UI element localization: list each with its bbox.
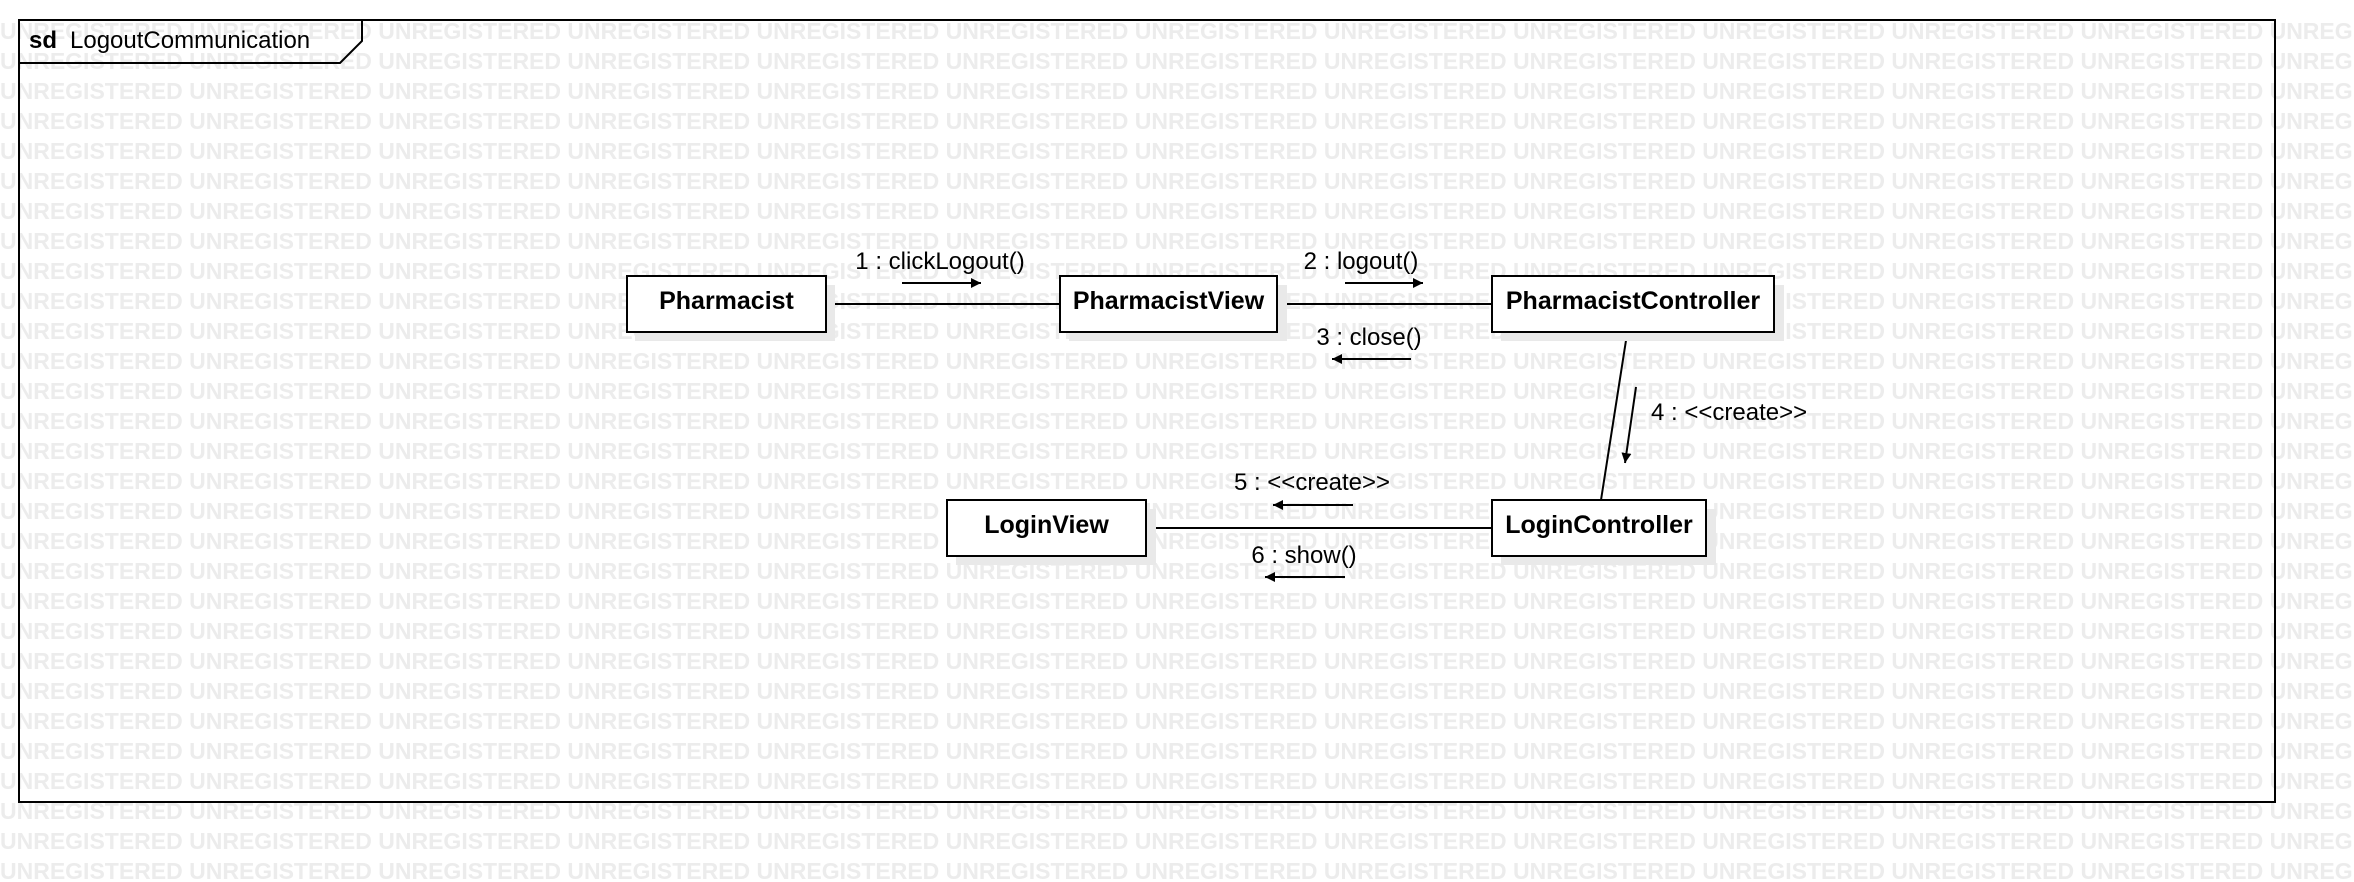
watermark-row: UNREGISTERED UNREGISTERED UNREGISTERED U… xyxy=(0,408,2354,434)
message-2-label: 2 : logout() xyxy=(1304,248,1419,275)
frame-border xyxy=(18,19,2276,803)
loginview-label: LoginView xyxy=(984,511,1109,539)
frame-title: LogoutCommunication xyxy=(70,27,310,54)
watermark-row: UNREGISTERED UNREGISTERED UNREGISTERED U… xyxy=(0,498,2354,524)
watermark-row: UNREGISTERED UNREGISTERED UNREGISTERED U… xyxy=(0,828,2354,854)
frame-label-tab xyxy=(19,20,363,64)
watermark-row: UNREGISTERED UNREGISTERED UNREGISTERED U… xyxy=(0,528,2354,554)
pharmacistcontroller-box[interactable] xyxy=(1491,275,1775,333)
watermark-row: UNREGISTERED UNREGISTERED UNREGISTERED U… xyxy=(0,108,2354,134)
object-pharmacist-controller[interactable]: PharmacistController xyxy=(1491,275,1775,333)
watermark-row: UNREGISTERED UNREGISTERED UNREGISTERED U… xyxy=(0,168,2354,194)
message-6-label: 6 : show() xyxy=(1251,542,1356,569)
message-1-label: 1 : clickLogout() xyxy=(855,248,1024,275)
frame-keyword: sd xyxy=(29,27,57,54)
watermark-row: UNREGISTERED UNREGISTERED UNREGISTERED U… xyxy=(0,738,2354,764)
object-pharmacist-view[interactable]: PharmacistView xyxy=(1059,275,1278,333)
watermark-row: UNREGISTERED UNREGISTERED UNREGISTERED U… xyxy=(0,198,2354,224)
watermark-row: UNREGISTERED UNREGISTERED UNREGISTERED U… xyxy=(0,438,2354,464)
pharmacistview-box[interactable] xyxy=(1059,275,1278,333)
pharmacist-box[interactable] xyxy=(626,275,827,333)
message-4-arrow xyxy=(1621,386,1637,464)
object-pharmacist[interactable]: Pharmacist xyxy=(626,275,827,333)
object-login-controller[interactable]: LoginController xyxy=(1491,499,1707,557)
link-pharmacistcontroller-logincontroller xyxy=(1600,333,1628,501)
watermark-row: UNREGISTERED UNREGISTERED UNREGISTERED U… xyxy=(0,48,2354,74)
watermark-row: UNREGISTERED UNREGISTERED UNREGISTERED U… xyxy=(0,768,2354,794)
watermark-row: UNREGISTERED UNREGISTERED UNREGISTERED U… xyxy=(0,588,2354,614)
pharmacistcontroller-label: PharmacistController xyxy=(1506,287,1761,315)
pharmacist-label: Pharmacist xyxy=(659,287,794,315)
logincontroller-box[interactable] xyxy=(1491,499,1707,557)
watermark-row: UNREGISTERED UNREGISTERED UNREGISTERED U… xyxy=(0,858,2354,882)
watermark-row: UNREGISTERED UNREGISTERED UNREGISTERED U… xyxy=(0,618,2354,644)
object-login-view[interactable]: LoginView xyxy=(946,499,1147,557)
watermark-row: UNREGISTERED UNREGISTERED UNREGISTERED U… xyxy=(0,18,2354,44)
watermark-row: UNREGISTERED UNREGISTERED UNREGISTERED U… xyxy=(0,348,2354,374)
sequence-frame: sd LogoutCommunication xyxy=(18,19,2276,803)
message-4-label: 4 : <<create>> xyxy=(1651,399,1807,426)
watermark-row: UNREGISTERED UNREGISTERED UNREGISTERED U… xyxy=(0,558,2354,584)
watermark-row: UNREGISTERED UNREGISTERED UNREGISTERED U… xyxy=(0,648,2354,674)
loginview-box[interactable] xyxy=(946,499,1147,557)
message-6: 6 : show() xyxy=(1251,542,1357,582)
watermark-row: UNREGISTERED UNREGISTERED UNREGISTERED U… xyxy=(0,138,2354,164)
logincontroller-label: LoginController xyxy=(1505,511,1693,539)
message-1: 1 : clickLogout() xyxy=(855,248,1025,288)
links xyxy=(826,303,1628,529)
message-4: 4 : <<create>> xyxy=(1621,386,1807,464)
watermark-row: UNREGISTERED UNREGISTERED UNREGISTERED U… xyxy=(0,468,2354,494)
pharmacistview-label: PharmacistView xyxy=(1073,287,1265,315)
watermark-row: UNREGISTERED UNREGISTERED UNREGISTERED U… xyxy=(0,228,2354,254)
message-5: 5 : <<create>> xyxy=(1234,469,1390,510)
watermark-row: UNREGISTERED UNREGISTERED UNREGISTERED U… xyxy=(0,678,2354,704)
message-3-label: 3 : close() xyxy=(1316,324,1421,351)
message-3: 3 : close() xyxy=(1316,324,1422,364)
watermark-row: UNREGISTERED UNREGISTERED UNREGISTERED U… xyxy=(0,78,2354,104)
watermark-row: UNREGISTERED UNREGISTERED UNREGISTERED U… xyxy=(0,708,2354,734)
message-2: 2 : logout() xyxy=(1304,248,1423,288)
message-5-label: 5 : <<create>> xyxy=(1234,469,1390,496)
watermark-row: UNREGISTERED UNREGISTERED UNREGISTERED U… xyxy=(0,378,2354,404)
